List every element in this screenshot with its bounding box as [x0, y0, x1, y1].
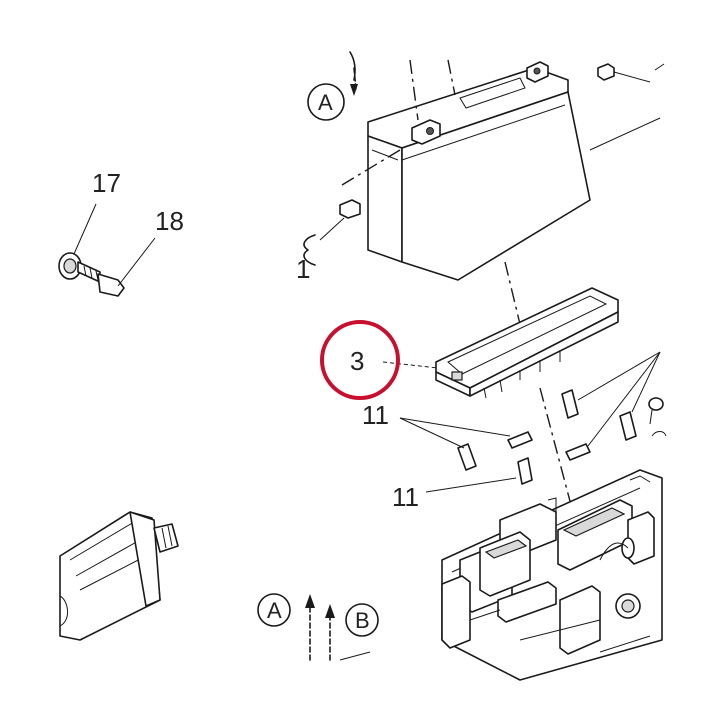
- battery-tray: [435, 287, 619, 399]
- starter-motor: [59, 511, 179, 641]
- battery: [367, 61, 591, 281]
- callout-11-top: 11: [362, 400, 389, 430]
- arrow-up-icon: [305, 594, 315, 608]
- leader-11e: [587, 351, 661, 447]
- centerline-battery-top-2: [447, 59, 456, 96]
- nut-top-right: [589, 63, 665, 151]
- arrow-up-icon-b: [325, 604, 335, 618]
- callout-18: 18: [155, 206, 184, 236]
- view-marker-a-top: A: [307, 51, 358, 121]
- centerline-battery-top: [409, 59, 419, 121]
- callout-17: 17: [92, 168, 121, 198]
- rubber-pads: [457, 389, 637, 485]
- view-marker-a-top-label: A: [318, 90, 333, 115]
- view-marker-a-bottom-label: A: [267, 598, 282, 623]
- leader-17: [73, 203, 97, 255]
- leader-11f: [631, 351, 661, 413]
- view-marker-a-bottom: A: [257, 593, 315, 661]
- leader-3: [382, 361, 439, 369]
- view-marker-b-bottom: B: [325, 603, 379, 661]
- leader-11c: [425, 477, 517, 493]
- leader-18: [117, 237, 156, 287]
- callout-11-bottom: 11: [392, 482, 419, 512]
- electrical-base: [441, 469, 663, 681]
- view-marker-b-bottom-label: B: [355, 608, 370, 633]
- fastener-right: [648, 397, 667, 437]
- leader-11b: [399, 417, 511, 437]
- callout-3: 3: [350, 346, 364, 376]
- highlight-circle: [320, 320, 400, 400]
- leader-11d: [577, 351, 661, 401]
- leader-11a: [399, 417, 465, 449]
- callout-1: 1: [296, 254, 310, 284]
- part-1-nut: [303, 149, 401, 266]
- arrow-down-icon: [350, 84, 358, 96]
- centerline-tray-base: [539, 387, 576, 521]
- screw-assembly: [58, 252, 125, 297]
